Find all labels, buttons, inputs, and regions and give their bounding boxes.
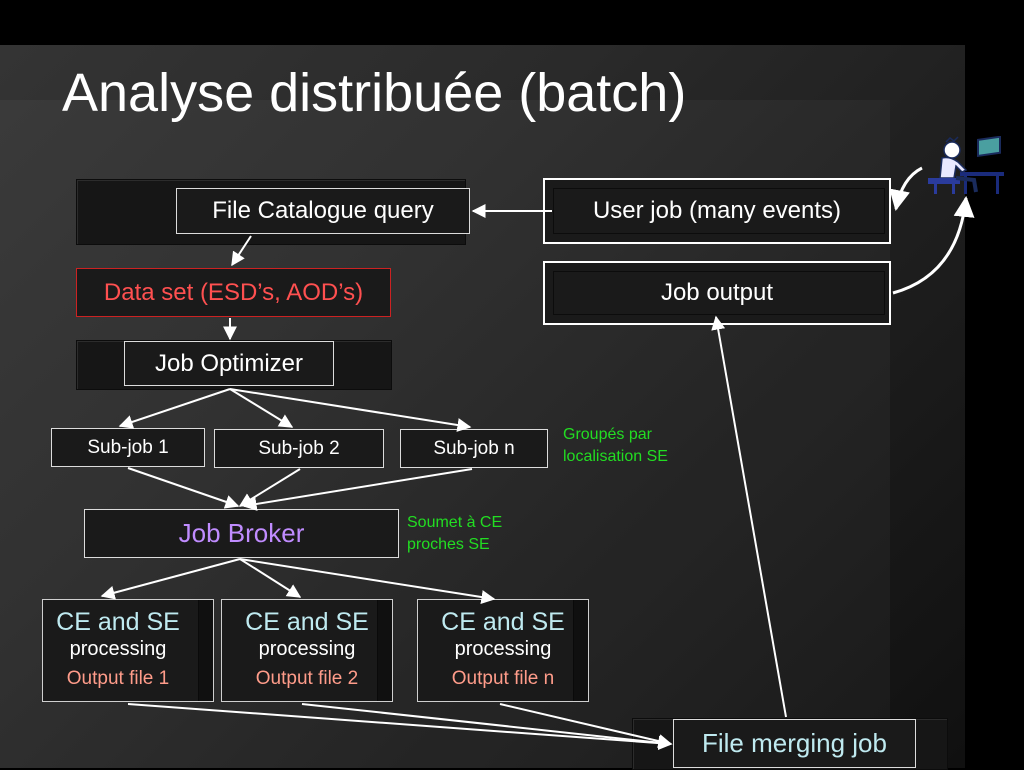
data-set-label: Data set (ESD’s, AOD’s)	[103, 278, 364, 306]
ce-box-n-side	[573, 600, 588, 701]
sub-job-n-label: Sub-job n	[433, 437, 515, 459]
arrow-user-to-userjob	[889, 166, 923, 212]
file-catalogue-query-box: File Catalogue query	[176, 188, 470, 234]
arrow-ce2-to-merging	[301, 703, 673, 750]
ce-box-n-output: Output file n	[451, 668, 555, 689]
arrow-optimizer-to-subjob1	[118, 388, 231, 429]
ce-se-box-1: CE and SE processing Output file 1	[42, 599, 214, 702]
job-optimizer-box: Job Optimizer	[124, 341, 334, 386]
submit-note-line-1: Soumet à CE	[407, 514, 503, 531]
user-job-box: User job (many events)	[543, 178, 891, 244]
arrow-broker-to-ce2	[239, 558, 302, 598]
ce-se-box-n: CE and SE processing Output file n	[417, 599, 589, 702]
sub-job-n-box: Sub-job n	[400, 429, 548, 468]
file-merging-job-box: File merging job	[673, 719, 916, 768]
ce-box-1-side	[198, 600, 213, 701]
grouped-note-line-2: localisation SE	[563, 447, 668, 465]
arrow-subjob2-to-broker	[238, 468, 301, 507]
job-broker-label: Job Broker	[178, 518, 305, 548]
job-broker-box: Job Broker	[84, 509, 399, 558]
ce-box-2-processing: processing	[258, 638, 356, 660]
ce-box-2-side	[377, 600, 392, 701]
arrow-output-to-user	[892, 195, 975, 295]
ce-box-1-processing: processing	[69, 638, 167, 660]
arrow-subjobn-to-broker	[242, 468, 473, 511]
page-title: Analyse distribuée (batch)	[62, 63, 687, 123]
ce-box-2-output: Output file 2	[255, 668, 359, 689]
job-output-label: Job output	[660, 279, 774, 306]
sub-job-2-label: Sub-job 2	[258, 437, 340, 459]
user-job-label: User job (many events)	[592, 197, 842, 224]
arrow-catalogue-to-dataset	[231, 235, 252, 267]
job-output-box: Job output	[543, 261, 891, 325]
user-job-inner-frame	[553, 188, 885, 234]
grouped-note-line-1: Groupés par	[563, 426, 652, 443]
ce-box-1-output: Output file 1	[66, 668, 170, 689]
job-optimizer-label: Job Optimizer	[154, 349, 304, 377]
arrow-optimizer-to-subjob2	[229, 388, 294, 428]
sub-job-1-box: Sub-job 1	[51, 428, 205, 467]
data-set-box: Data set (ESD’s, AOD’s)	[76, 268, 391, 317]
sub-job-2-box: Sub-job 2	[214, 429, 384, 468]
file-merging-job-label: File merging job	[702, 728, 887, 758]
person-at-computer-icon	[928, 136, 1004, 194]
arrow-broker-to-ce1	[100, 558, 241, 600]
ce-box-2-title: CE and SE	[245, 608, 369, 636]
arrow-broker-to-cen	[239, 558, 496, 604]
arrow-merging-to-output	[711, 315, 787, 718]
file-catalogue-query-label: File Catalogue query	[212, 197, 434, 224]
submit-to-ce-note: Soumet à CE proches SE	[407, 512, 502, 555]
job-output-inner-frame	[553, 271, 885, 315]
ce-se-box-2: CE and SE processing Output file 2	[221, 599, 393, 702]
sub-job-1-label: Sub-job 1	[87, 436, 169, 458]
ce-box-n-processing: processing	[454, 638, 552, 660]
arrow-ce1-to-merging	[127, 703, 673, 751]
ce-box-1-title: CE and SE	[56, 608, 180, 636]
arrow-subjob1-to-broker	[127, 467, 240, 509]
submit-note-line-2: proches SE	[407, 535, 490, 553]
grouped-by-se-note: Groupés par localisation SE	[563, 424, 668, 467]
arrow-cen-to-merging	[499, 703, 673, 748]
ce-box-n-title: CE and SE	[441, 608, 565, 636]
arrow-optimizer-to-subjobn	[229, 388, 472, 432]
